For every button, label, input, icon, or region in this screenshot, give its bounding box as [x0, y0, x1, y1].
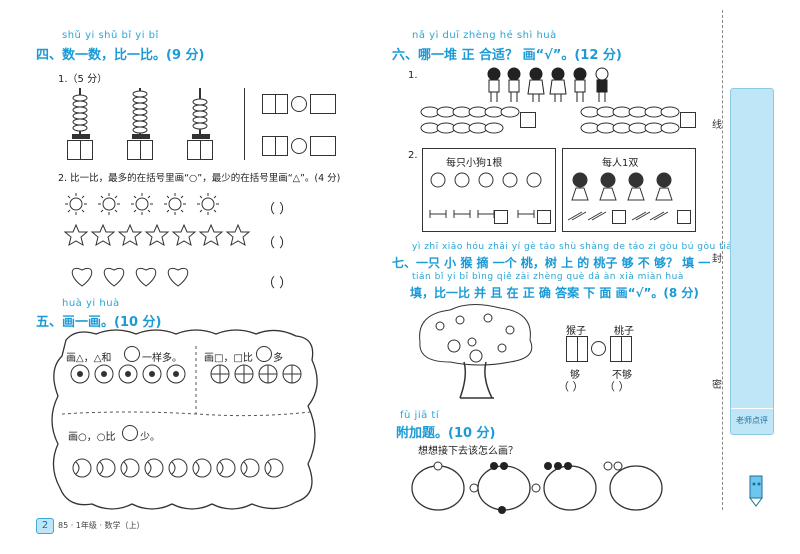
- paren-stars[interactable]: （ ）: [262, 236, 293, 251]
- girls-chopsticks: [567, 172, 673, 221]
- shoe-pile-1-checkbox[interactable]: [520, 112, 536, 128]
- abacus-2: [132, 88, 150, 139]
- compare-circle-1[interactable]: [291, 96, 307, 112]
- not-enough-paren[interactable]: （ ）: [604, 380, 630, 393]
- sec7-title-2: 填，比一比 并 且 在 正 确 答案 下 面 画“√”。(8 分): [410, 286, 699, 300]
- compare-circle-tree[interactable]: [591, 341, 606, 356]
- sec5-left-prompt: 画△，△和: [66, 353, 112, 364]
- sec5-right-prompt: 画□，□比: [204, 353, 253, 364]
- drawing-cloud[interactable]: [46, 326, 326, 514]
- kids-figures: [487, 67, 609, 102]
- sec6-pinyin: nǎ yì duī zhèng hé shì huà: [412, 30, 557, 41]
- peach-count-box[interactable]: [610, 336, 632, 362]
- abacus-1: [72, 88, 90, 139]
- enough-paren[interactable]: （ ）: [558, 380, 584, 393]
- bones-2-checkbox[interactable]: [537, 210, 551, 224]
- pencil-mascot-icon: [749, 475, 763, 507]
- shape-rows: [64, 193, 251, 287]
- extra-pinyin: fù jiā tí: [400, 410, 440, 421]
- dogs-bones: [429, 172, 542, 218]
- heart-row: [71, 268, 189, 287]
- peach-label: 桃子: [614, 326, 634, 337]
- sec4-q2: 2. 比一比，最多的在括号里画“○”，最少的在括号里画“△”。(4 分): [58, 173, 341, 184]
- extra-title: 附加题。(10 分): [396, 426, 496, 441]
- footer-book: 85 · 1年级 · 数学（上）: [58, 521, 145, 530]
- not-enough-label: 不够: [612, 370, 632, 381]
- tree-with-monkeys: [419, 304, 533, 399]
- sec7-pinyin-1: yì zhī xiǎo hóu zhāi yí gè táo shù shàng…: [412, 242, 751, 252]
- ball-icon: [122, 425, 138, 441]
- sec6-q1: 1.: [408, 70, 418, 81]
- divider: [244, 88, 245, 160]
- basketball-icon: [256, 346, 272, 362]
- binding-label-bot: 密: [712, 380, 722, 391]
- sec4-title: 四、数一数，比一比。(9 分): [36, 48, 205, 63]
- abacus-2-answer-box[interactable]: [127, 140, 153, 160]
- sec4-q1: 1.（5 分）: [58, 74, 108, 85]
- chopsticks-card-label: 每人1双: [602, 158, 639, 169]
- ellipse-pattern: [411, 461, 663, 514]
- abacus-3-answer-box[interactable]: [187, 140, 213, 160]
- sec6-q2: 2.: [408, 150, 418, 161]
- chopsticks-2-checkbox[interactable]: [677, 210, 691, 224]
- binding-line: [722, 10, 723, 510]
- chopsticks-1-checkbox[interactable]: [612, 210, 626, 224]
- sec5-right-tail: 多: [273, 353, 283, 364]
- abacus-figures: [72, 88, 210, 139]
- bones-1-checkbox[interactable]: [494, 210, 508, 224]
- teacher-comment-panel: 老师点评: [730, 88, 774, 435]
- enough-label: 够: [570, 370, 580, 381]
- monkey-label: 猴子: [566, 326, 586, 337]
- shoe-piles: [420, 106, 680, 134]
- sec6-title: 六、哪一堆 正 合适？ 画“√”。(12 分): [392, 48, 622, 63]
- paren-hearts[interactable]: （ ）: [262, 276, 293, 291]
- page-number: 2: [36, 518, 54, 534]
- binding-label-top: 线: [712, 120, 722, 131]
- monkey-count-box[interactable]: [566, 336, 588, 362]
- abacus-1-answer-box[interactable]: [67, 140, 93, 160]
- sec5-bottom-tail: 少。: [140, 432, 160, 443]
- teacher-comment-label: 老师点评: [731, 408, 773, 426]
- paren-suns[interactable]: （ ）: [262, 202, 293, 217]
- shoe-pile-2-checkbox[interactable]: [680, 112, 696, 128]
- compare-box-1b[interactable]: [310, 94, 336, 114]
- dog-card-label: 每只小狗1根: [446, 158, 503, 169]
- compare-box-1a[interactable]: [262, 94, 288, 114]
- abacus-3: [192, 88, 210, 139]
- compare-box-2b[interactable]: [310, 136, 336, 156]
- binding-label-mid: 封: [712, 254, 722, 265]
- sec5-pinyin: huà yi huà: [62, 298, 120, 309]
- sec7-title-1: 七、一只 小 猴 摘 一个 桃，树 上 的 桃子 够 不 够？ 填 一: [392, 256, 711, 270]
- sec5-title: 五、画一画。(10 分): [36, 315, 162, 330]
- compare-box-2a[interactable]: [262, 136, 288, 156]
- sec5-left-tail: 一样多。: [142, 353, 182, 364]
- sec4-pinyin: shǔ yi shǔ bǐ yi bǐ: [62, 30, 159, 41]
- soccer-ball-icon: [124, 346, 140, 362]
- extra-question: 想想接下去该怎么画？: [418, 446, 518, 457]
- star-row: [64, 223, 251, 247]
- sun-row: [65, 193, 219, 215]
- compare-circle-2[interactable]: [291, 138, 307, 154]
- sec7-pinyin-2: tián bǐ yi bǐ bìng qiě zài zhèng què dá …: [412, 272, 684, 282]
- sec5-bottom-prompt: 画○，○比: [68, 432, 116, 443]
